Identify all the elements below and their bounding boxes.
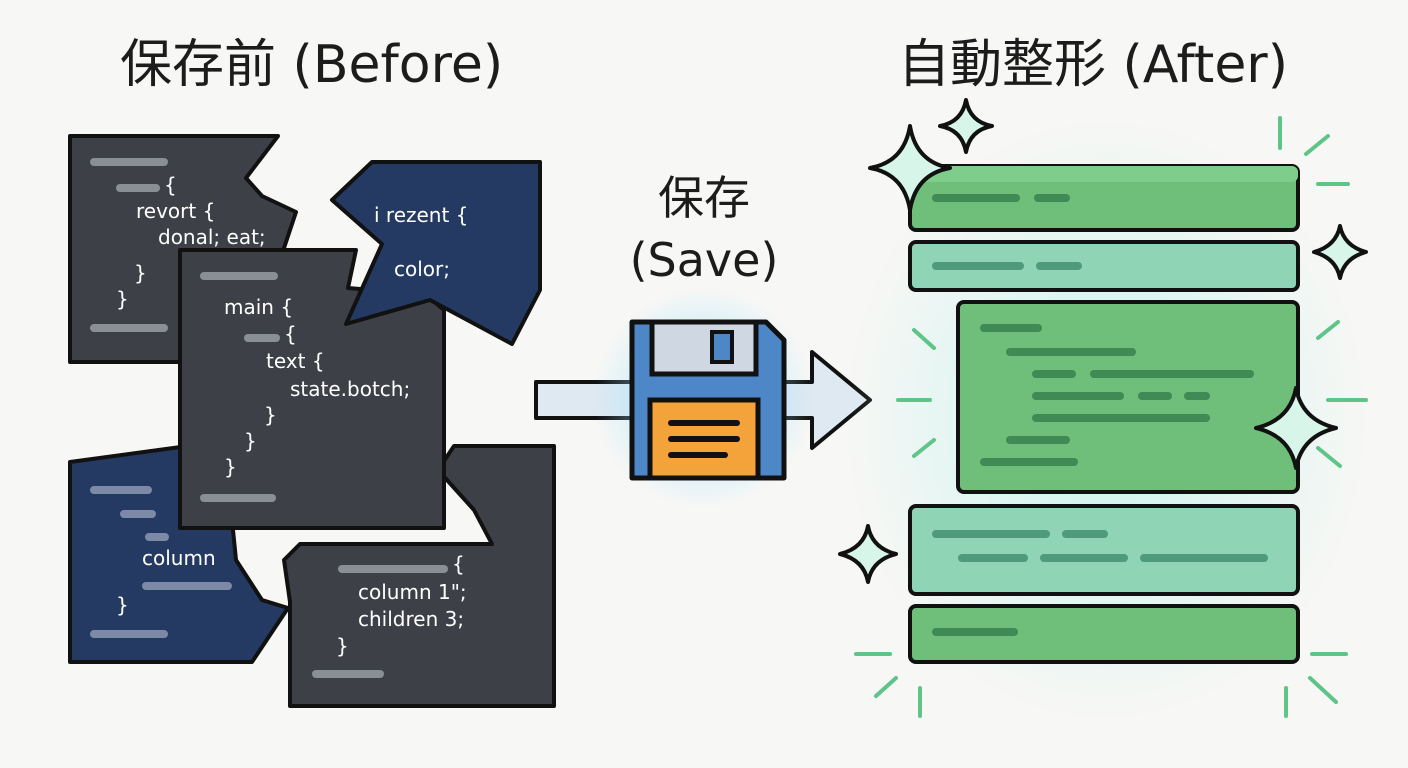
before-fragment-bottom-right: { column 1"; children 3; } [282,444,556,708]
sparkle-icon [938,98,994,154]
shine-lines [854,116,1368,718]
code-line: { [164,173,177,197]
save-label-en: (Save) [629,233,779,287]
code-line: i rezent { [374,203,468,227]
sparkle-icon [868,124,952,212]
after-block-1 [908,164,1300,232]
code-line: } [224,455,237,479]
sparkle-icon [838,524,898,584]
code-line: revort { [136,199,215,223]
code-line: { [452,552,465,576]
code-line: column [142,546,216,570]
code-line: donal; eat; [158,225,266,249]
save-label-jp: 保存 [658,171,750,225]
code-line: { [284,322,297,346]
code-line: } [116,593,129,617]
code-line: color; [394,257,450,281]
code-line: main { [224,295,293,319]
code-line: } [244,429,257,453]
after-block-4 [908,504,1300,596]
code-line: } [116,287,129,311]
code-line: state.botch; [290,377,410,401]
code-line: } [264,403,277,427]
before-fragment-top-right: i rezent { color; [330,160,542,346]
after-title: 自動整形 (After) [898,35,1288,95]
after-block-3 [956,300,1300,494]
code-line: children 3; [358,607,464,631]
after-block-2 [908,240,1300,292]
before-fragment-center: main { { text { state.botch; } } } [178,248,446,530]
floppy-disk-icon [629,319,787,481]
sparkle-icon [1254,386,1338,470]
code-line: } [134,261,147,285]
after-block-5 [908,604,1300,664]
code-line: text { [266,349,325,373]
before-title: 保存前 (Before) [120,35,504,95]
code-line: column 1"; [358,580,467,604]
sparkle-icon [1312,224,1368,280]
code-line: } [336,634,349,658]
